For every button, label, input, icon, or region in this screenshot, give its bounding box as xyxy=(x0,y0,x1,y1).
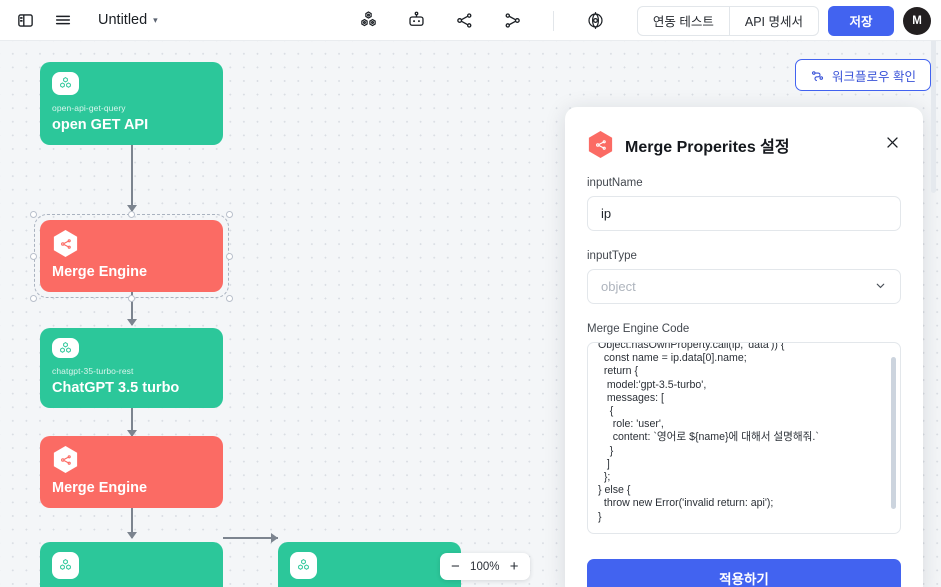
panel-title: Merge Properites 설정 xyxy=(625,138,790,156)
resize-handle-top[interactable] xyxy=(128,211,135,218)
zoom-level: 100% xyxy=(470,560,500,573)
globe-target-icon[interactable] xyxy=(582,8,608,34)
blocks-icon xyxy=(52,72,79,96)
resize-handle-top-left[interactable] xyxy=(30,211,37,218)
resize-handle-right[interactable] xyxy=(226,253,233,260)
blocks-icon[interactable] xyxy=(355,8,381,34)
edge-2 xyxy=(131,292,133,325)
hamburger-menu-icon[interactable] xyxy=(50,7,76,33)
zoom-in-button[interactable]: + xyxy=(509,558,519,575)
merge-icon xyxy=(53,230,78,257)
document-title[interactable]: Untitled ▾ xyxy=(98,12,158,28)
integration-test-button[interactable]: 연동 테스트 xyxy=(638,7,729,35)
toolbar-divider xyxy=(553,10,554,31)
branch-split-icon[interactable] xyxy=(499,8,525,34)
top-toolbar: Untitled ▾ xyxy=(0,0,941,41)
robot-icon[interactable] xyxy=(403,8,429,34)
node-title: ChatGPT 3.5 turbo xyxy=(52,379,180,396)
input-name-field: inputName xyxy=(565,177,923,231)
input-type-field: inputType object xyxy=(565,250,923,304)
resize-handle-bottom-left[interactable] xyxy=(30,295,37,302)
workflow-check-label: 워크플로우 확인 xyxy=(832,69,916,84)
document-title-text: Untitled xyxy=(98,12,148,28)
resize-handle-left[interactable] xyxy=(30,253,37,260)
edge-4-arrow xyxy=(127,532,137,539)
code-scrollbar[interactable] xyxy=(891,357,896,509)
node-merge-engine-1[interactable]: Merge Engine xyxy=(34,214,229,298)
action-button-group: 연동 테스트 API 명세서 xyxy=(636,5,819,36)
node-subtitle: chatgpt-35-turbo-rest xyxy=(52,366,134,377)
edge-5 xyxy=(223,537,278,539)
edge-3-arrow xyxy=(127,430,137,437)
merge-icon xyxy=(588,131,613,158)
input-type-select[interactable]: object xyxy=(587,269,901,304)
avatar[interactable]: M xyxy=(903,6,931,35)
panel-header: Merge Properites 설정 xyxy=(565,107,923,158)
toolbar-right-group: 연동 테스트 API 명세서 저장 M xyxy=(636,0,931,41)
edge-5-arrow xyxy=(271,533,278,543)
branch-merge-icon[interactable] xyxy=(451,8,477,34)
node-title: Merge Engine xyxy=(52,263,148,280)
panel-footer: 적용하기 xyxy=(565,559,923,587)
panel-scrollbar[interactable] xyxy=(931,18,936,193)
resize-handle-top-right[interactable] xyxy=(226,211,233,218)
node-stf[interactable]: dtm-only-audio-stream STF xyxy=(278,542,461,587)
zoom-out-button[interactable]: − xyxy=(451,558,460,575)
apply-button[interactable]: 적용하기 xyxy=(587,559,901,587)
edge-4 xyxy=(131,508,133,538)
merge-code-field: Merge Engine Code Object.hasOwnProperty.… xyxy=(565,323,923,534)
merge-properties-panel: Merge Properites 설정 inputName inputType … xyxy=(565,107,923,587)
merge-code-text[interactable]: Object.hasOwnProperty.call(ip, 'data')) … xyxy=(598,342,819,523)
save-button[interactable]: 저장 xyxy=(828,5,894,36)
edge-3 xyxy=(131,408,133,436)
input-name-input[interactable] xyxy=(587,196,901,231)
node-chatgpt-35-turbo[interactable]: chatgpt-35-turbo-rest ChatGPT 3.5 turbo xyxy=(40,328,223,408)
merge-icon xyxy=(53,446,78,473)
workflow-icon xyxy=(811,70,824,81)
node-merge-engine-2[interactable]: Merge Engine xyxy=(40,436,223,508)
workflow-check-button[interactable]: 워크플로우 확인 xyxy=(795,59,931,91)
node-eva[interactable]: spw-eva-stream Eva xyxy=(40,542,223,587)
node-title: Merge Engine xyxy=(52,479,148,496)
close-icon[interactable] xyxy=(881,131,903,153)
blocks-icon xyxy=(52,338,79,359)
blocks-icon xyxy=(290,552,317,579)
input-type-value: object xyxy=(601,279,636,294)
merge-code-label: Merge Engine Code xyxy=(587,323,690,335)
chevron-down-icon: ▾ xyxy=(153,14,158,25)
blocks-icon xyxy=(52,552,79,579)
input-type-label: inputType xyxy=(587,250,637,262)
zoom-control: − 100% + xyxy=(440,553,530,580)
panel-left-icon[interactable] xyxy=(12,7,38,33)
merge-code-editor[interactable]: Object.hasOwnProperty.call(ip, 'data')) … xyxy=(587,342,901,534)
api-spec-button[interactable]: API 명세서 xyxy=(728,6,818,35)
resize-handle-bottom-right[interactable] xyxy=(226,295,233,302)
edge-1-arrow xyxy=(127,205,137,212)
chevron-down-icon xyxy=(874,279,887,295)
node-open-get-api[interactable]: open-api-get-query open GET API xyxy=(40,62,223,145)
resize-handle-bottom[interactable] xyxy=(128,295,135,302)
edge-2-arrow xyxy=(127,319,137,326)
node-subtitle: open-api-get-query xyxy=(52,103,126,114)
toolbar-left-group: Untitled ▾ xyxy=(0,7,158,33)
input-name-label: inputName xyxy=(587,177,643,189)
node-title: open GET API xyxy=(52,116,149,133)
edge-1 xyxy=(131,145,133,211)
toolbar-tools-group xyxy=(355,0,608,41)
